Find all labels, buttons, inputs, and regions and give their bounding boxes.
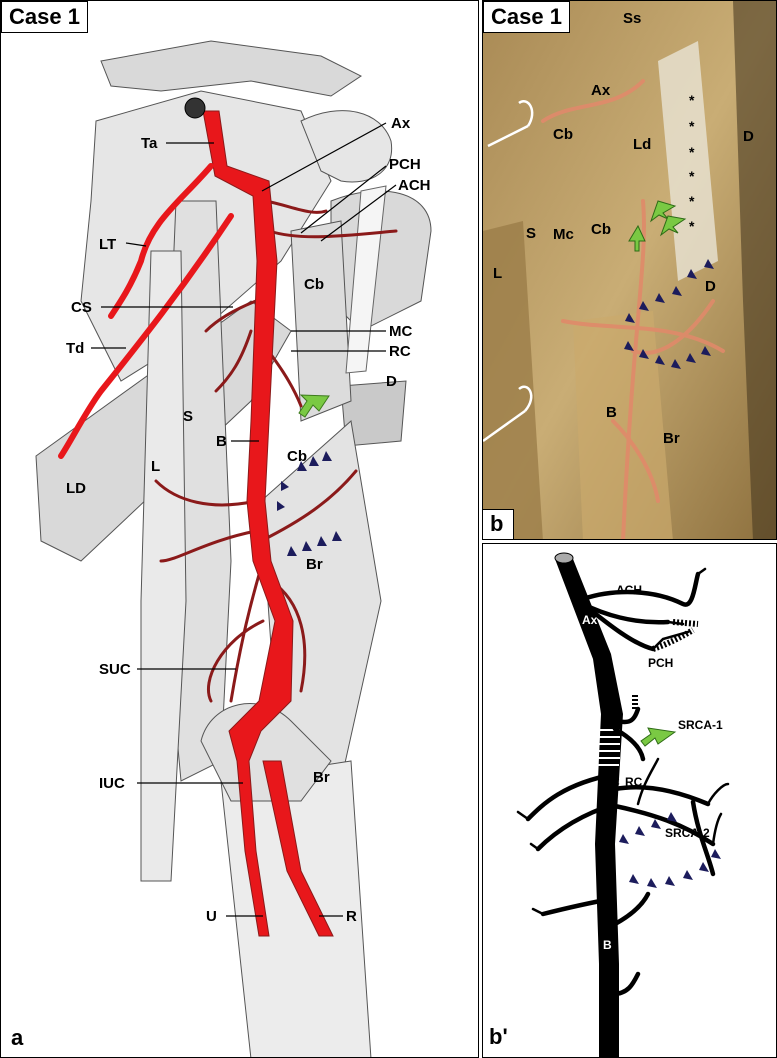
photo-dark-right [733,1,776,539]
label-bp-b: B [603,938,612,952]
asterisk-2: * [689,118,695,134]
humerus-head [300,110,393,183]
label-br-2: Br [313,769,330,786]
panel-b-letter: b [490,511,504,536]
label-b-l: L [493,265,502,282]
coracobrachialis-shape [290,220,352,422]
label-b-s: S [526,225,536,242]
label-lt: LT [99,236,116,253]
biceps-long-head [140,250,187,882]
red-branches [58,163,234,459]
label-b: B [216,433,227,450]
label-cs: CS [71,299,92,316]
label-br: Br [306,556,323,573]
photo-muscle-left [483,221,543,539]
panel-b-title: Case 1 [483,1,570,33]
arrowheads-b-prime [619,812,721,888]
label-b-b: B [606,404,617,421]
panel-a-letter: a [11,1025,24,1050]
schematic-thin-branches [516,567,730,916]
label-b-mc: Mc [553,226,574,243]
photo-biceps [573,311,673,539]
label-s: S [183,408,193,425]
dashed-ends [608,619,699,815]
artery-cut-end [184,97,206,119]
trunk [555,559,623,1057]
main-artery [202,110,294,937]
label-b-ax: Ax [591,82,611,99]
label-bp-mc: MC [601,775,620,789]
labels-b: Ss Ax Cb Ld D S Mc Cb L D B Br * * * * *… [493,10,754,447]
radial-artery [262,760,334,937]
label-bp-srca1: SRCA-1 [678,718,723,732]
panel-b-letter-box [483,509,514,539]
label-cb: Cb [304,276,324,293]
asterisk-6: * [689,218,695,234]
panel-a: Case 1 Ta Ax PCH ACH LT CS Td MC RC Cb D… [0,0,479,1058]
label-b-cb: Cb [553,126,573,143]
panel-a-title: Case 1 [1,1,88,33]
label-cb-2: Cb [287,448,307,465]
label-pch: PCH [389,156,421,173]
label-bp-srca2: SRCA-2 [665,826,710,840]
arrowheads-b [624,259,714,369]
label-l: L [151,458,160,475]
label-d: D [386,373,397,390]
arrowheads-a [277,451,342,556]
label-b-ss: Ss [623,10,641,27]
label-b-d-2: D [705,278,716,295]
deltoid-insertion [340,380,407,447]
label-iuc: IUC [99,775,125,792]
illustration-a [35,40,432,1057]
label-b-ld: Ld [633,136,651,153]
asterisk-4: * [689,168,695,184]
label-ach: ACH [398,177,431,194]
label-td: Td [66,340,84,357]
asterisk-1: * [689,92,695,108]
label-mc: MC [389,323,412,340]
label-u: U [206,908,217,925]
label-ax: Ax [391,115,411,132]
panel-b: Case 1 Ss Ax Cb Ld D S Mc Cb L D B Br * … [482,0,777,540]
label-rc: RC [389,343,411,360]
green-arrow-b-prime [640,727,677,747]
label-r: R [346,908,357,925]
label-b-br: Br [663,430,680,447]
label-b-cb-2: Cb [591,221,611,238]
schematic-branches [525,571,716,997]
label-ta: Ta [141,135,158,152]
schematic-b-prime: ACH PCH SRCA-1 MC RC SRCA-2 Ax B [516,552,730,1057]
asterisk-3: * [689,144,695,160]
green-arrows-b [628,200,687,252]
panel-b-prime: ACH PCH SRCA-1 MC RC SRCA-2 Ax B b' [482,543,777,1058]
hook-instruments [483,100,534,443]
labels-a: Ta Ax PCH ACH LT CS Td MC RC Cb D S L B … [66,115,431,925]
label-bp-ax: Ax [582,613,598,627]
label-bp-ach: ACH [616,583,642,597]
asterisk-5: * [689,193,695,209]
green-arrow [298,394,330,418]
label-bp-pch: PCH [648,656,673,670]
photo-b [483,1,776,539]
label-ld: LD [66,480,86,497]
clavicle-shape [100,40,362,97]
label-b-d: D [743,128,754,145]
leader-lines [91,122,397,917]
trunk-cut-end [554,552,574,564]
panel-b-prime-letter: b' [489,1024,508,1049]
label-bp-rc: RC [625,775,643,789]
label-suc: SUC [99,661,131,678]
